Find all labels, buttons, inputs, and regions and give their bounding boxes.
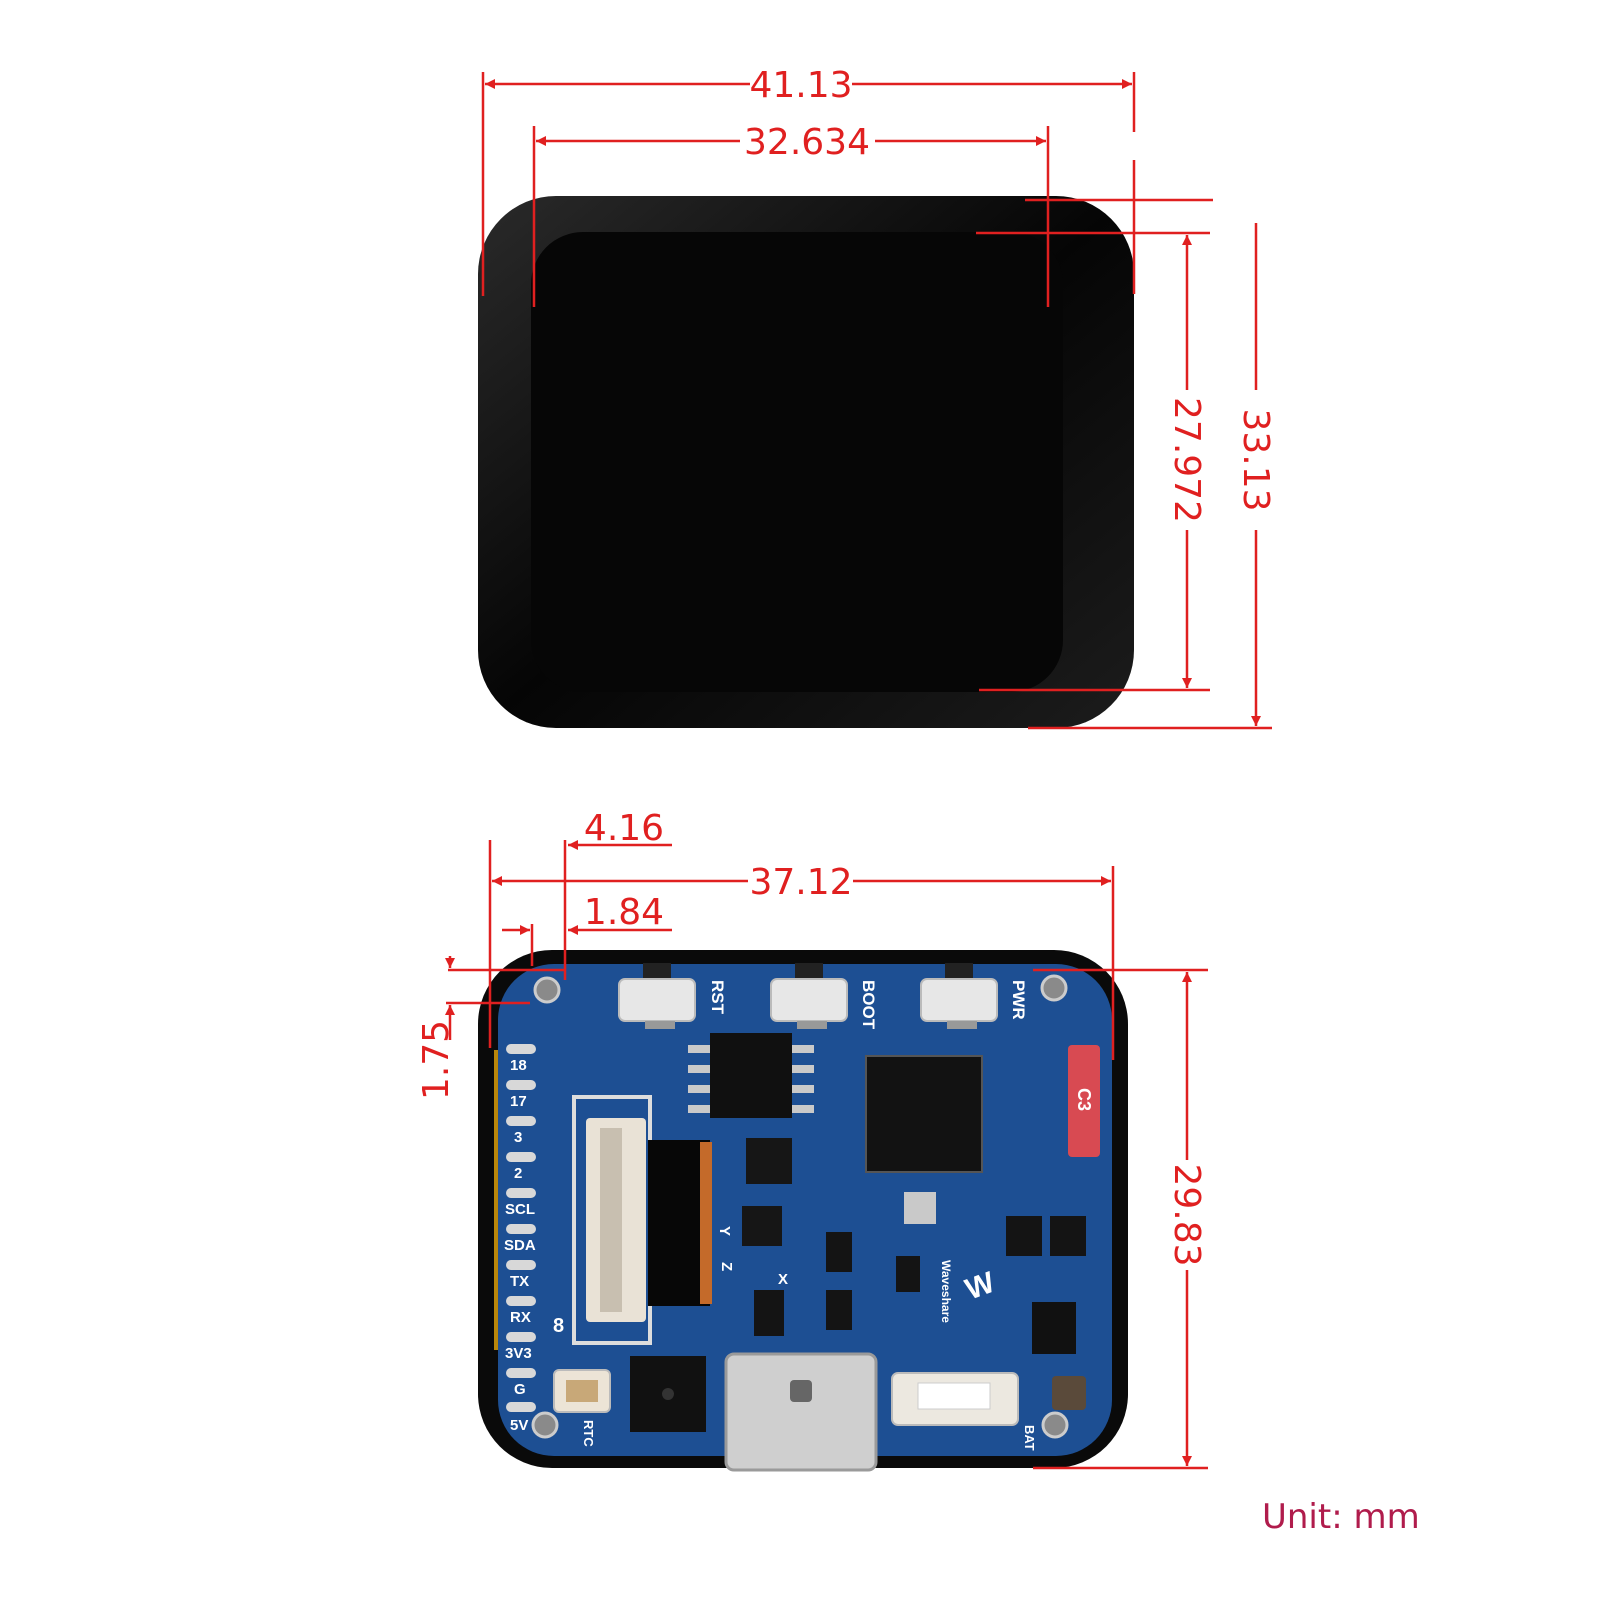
offset-b-dimension: 1.84	[584, 892, 664, 933]
flash-chip	[710, 1033, 792, 1118]
axis-x-label: X	[778, 1271, 788, 1288]
pwr-label: PWR	[1009, 980, 1028, 1020]
pin-label-2: 2	[514, 1165, 522, 1182]
pin-label-g: G	[514, 1381, 526, 1398]
c3-label: C3	[1074, 1088, 1094, 1111]
crystal	[904, 1192, 936, 1224]
transistor	[896, 1256, 920, 1292]
active-width-dimension: 32.634	[744, 122, 870, 163]
boot-label: BOOT	[859, 980, 878, 1030]
main-soc-chip	[865, 1055, 983, 1173]
mounting-hole	[1040, 974, 1068, 1002]
microphone	[1052, 1376, 1086, 1410]
active-height-dimension: 27.972	[1166, 397, 1207, 523]
regulator-chip	[1050, 1216, 1086, 1256]
pin-label-5v: 5V	[510, 1417, 528, 1434]
pin-label-scl: SCL	[505, 1201, 535, 1218]
bat-label: BAT	[1022, 1425, 1037, 1451]
fpc-slot	[600, 1128, 622, 1312]
pin-label-sda: SDA	[504, 1237, 536, 1254]
board-module: RST BOOT PWR C3 8 X	[478, 950, 1128, 1472]
offset-a-dimension: 4.16	[584, 808, 664, 849]
pin-label-tx: TX	[510, 1273, 529, 1290]
boot-button	[770, 963, 848, 1029]
offset-c-dimension: 1.75	[416, 1020, 457, 1100]
board-width-dimension: 37.12	[749, 862, 852, 903]
pin-label-3v3: 3V3	[505, 1345, 532, 1362]
pwr-button	[920, 963, 998, 1029]
board-dimension-lines	[445, 840, 1208, 1470]
display-module	[478, 196, 1134, 728]
mounting-hole	[1041, 1411, 1069, 1439]
outer-height-dimension: 33.13	[1235, 408, 1276, 511]
sensor-chip	[742, 1206, 782, 1246]
imu-chip	[746, 1138, 792, 1184]
pin-label-rx: RX	[510, 1309, 531, 1326]
mounting-hole	[533, 976, 561, 1004]
fpc-number: 8	[553, 1315, 564, 1337]
board-height-dimension: 29.83	[1166, 1163, 1207, 1266]
unit-label: Unit: mm	[1262, 1497, 1420, 1537]
transistor	[826, 1232, 852, 1272]
rst-button	[618, 963, 696, 1029]
display-dimension-lines	[481, 72, 1272, 730]
pin-label-17: 17	[510, 1093, 527, 1110]
usb-c-port	[724, 1352, 878, 1472]
transistor	[826, 1290, 852, 1330]
transistor	[754, 1290, 784, 1336]
pin-label-18: 18	[510, 1057, 527, 1074]
flash-chip-pins	[688, 1045, 814, 1113]
fpc-cable-edge	[700, 1142, 712, 1304]
charger-chip	[1032, 1302, 1076, 1354]
outer-width-dimension: 41.13	[749, 65, 852, 106]
axis-y-label: Y	[716, 1226, 733, 1236]
display-active-area	[531, 232, 1063, 692]
brand-text: Waveshare	[939, 1260, 953, 1323]
mounting-hole	[531, 1411, 559, 1439]
pin-label-3: 3	[514, 1129, 522, 1146]
rst-label: RST	[708, 980, 727, 1015]
regulator-chip	[1006, 1216, 1042, 1256]
rtc-label: RTC	[581, 1420, 596, 1447]
c3-module	[1068, 1045, 1100, 1157]
pin-pads	[506, 1044, 536, 1412]
fpc-cable	[648, 1140, 710, 1306]
axis-z-label: Z	[718, 1262, 735, 1271]
